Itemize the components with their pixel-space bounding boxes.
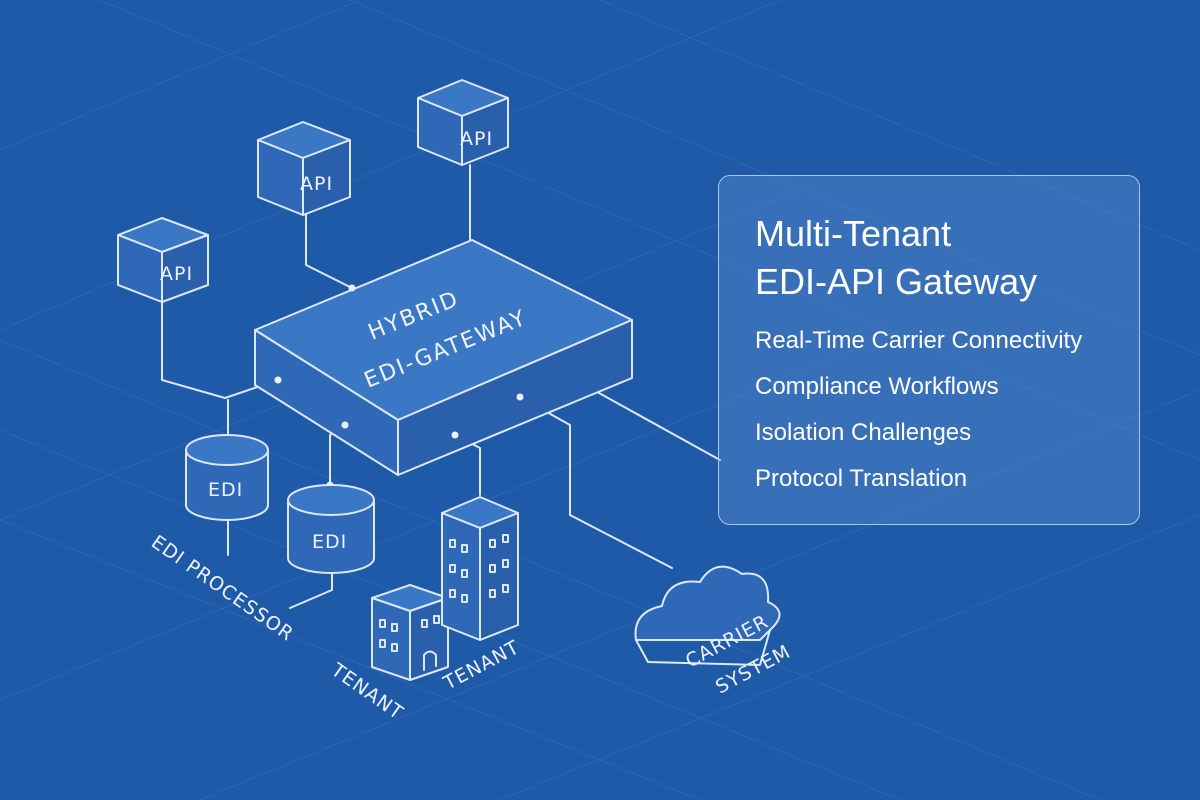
panel-item-carrier-connectivity: Real-Time Carrier Connectivity: [755, 327, 1083, 354]
panel-item-protocol-translation: Protocol Translation: [755, 465, 968, 492]
edi-label-right: EDI: [312, 531, 347, 553]
api-cube-middle: API: [257, 121, 351, 216]
panel-item-isolation-challenges: Isolation Challenges: [755, 419, 972, 446]
edi-database-left: EDI: [185, 434, 269, 521]
panel-feature-list: Real-Time Carrier Connectivity Complianc…: [755, 318, 1105, 502]
edi-database-right: EDI: [287, 484, 375, 574]
api-cube-right: API: [417, 79, 509, 166]
api-middle-connector: [305, 214, 353, 289]
edi-right-bottom-line: [289, 569, 333, 609]
api-label-right: API: [460, 128, 493, 150]
connection-dots: [274, 284, 524, 489]
tenant-label-right: TENANT: [439, 636, 523, 695]
panel-title-line1: Multi-Tenant: [755, 213, 952, 254]
panel-title-line2: EDI-API Gateway: [755, 261, 1038, 302]
api-label-left: API: [160, 263, 193, 285]
hybrid-gateway-box: HYBRID EDI-GATEWAY: [254, 239, 633, 476]
tenant-building-tall: [441, 496, 519, 641]
api-left-connector: [161, 299, 279, 399]
panel-connector: [589, 387, 721, 461]
panel-item-compliance-workflows: Compliance Workflows: [755, 373, 999, 400]
carrier-cloud: [634, 565, 781, 666]
edi-label-left: EDI: [208, 479, 243, 501]
api-cube-left: API: [117, 217, 209, 303]
api-label-middle: API: [300, 173, 333, 195]
info-panel: Multi-Tenant EDI-API Gateway Real-Time C…: [718, 175, 1140, 525]
tenant-building-small: [371, 584, 449, 681]
carrier-connector: [519, 396, 673, 569]
